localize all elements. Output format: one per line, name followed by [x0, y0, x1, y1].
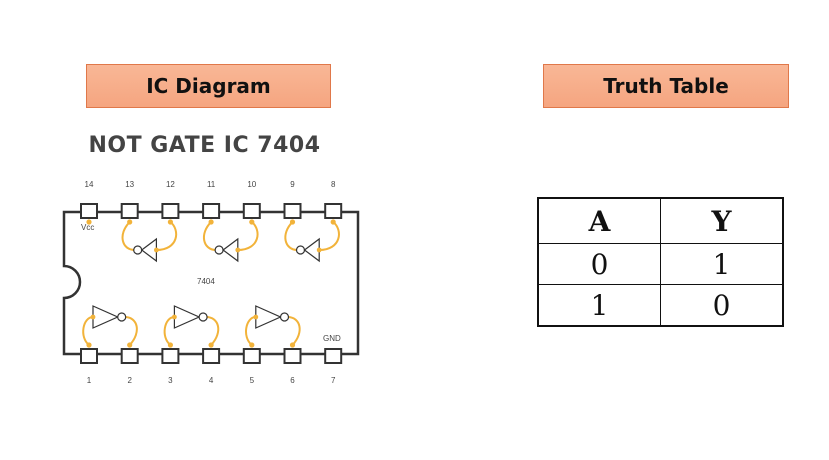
pin-5	[242, 348, 261, 364]
pin-14	[80, 203, 98, 219]
gate-wire	[156, 221, 178, 251]
pin-7	[324, 348, 343, 364]
not-gate	[284, 221, 340, 263]
not-gate	[163, 305, 220, 346]
truth-table: A Y 0 1 1 0	[537, 197, 784, 327]
gate-wire	[284, 221, 298, 251]
pin-number-label: 1	[87, 376, 92, 385]
pin-2	[120, 348, 139, 364]
pin-number-label: 13	[125, 180, 134, 189]
pin-number-label: 7	[331, 376, 336, 385]
inverter-bubble	[117, 312, 127, 322]
vcc-label: Vcc	[81, 223, 94, 232]
pin-13	[120, 203, 139, 219]
inverter-bubble	[279, 312, 290, 322]
gate-wire	[319, 221, 340, 251]
pin-number-label: 8	[331, 180, 336, 189]
gate-wire	[121, 221, 135, 251]
pin-12	[161, 203, 180, 219]
gate-node	[172, 314, 177, 320]
pin-number-label: 9	[290, 180, 295, 189]
pin-number-label: 11	[207, 180, 216, 189]
inverter-bubble	[295, 245, 306, 255]
gate-node	[253, 314, 259, 320]
cell-y: 0	[660, 284, 784, 327]
not-gate	[245, 305, 301, 346]
inverter-bubble	[133, 245, 143, 255]
pin-number-label: 3	[168, 376, 173, 385]
ic-title: NOT GATE IC 7404	[88, 133, 321, 158]
pin-3	[161, 348, 180, 364]
cell-a: 0	[537, 243, 661, 285]
gate-wire	[287, 316, 301, 346]
table-row: 1 0	[537, 284, 784, 327]
ic-diagram-header: IC Diagram	[86, 64, 331, 108]
truth-table-header-label: Truth Table	[603, 74, 729, 98]
pin-6	[283, 348, 302, 364]
pin-node	[86, 219, 92, 225]
not-gate	[82, 305, 138, 346]
pin-11	[202, 203, 221, 219]
pin-1	[80, 348, 98, 364]
pin-10	[242, 203, 261, 219]
truth-table-header-row: A Y	[537, 197, 784, 244]
gate-wire	[124, 316, 138, 346]
pin-4	[202, 348, 221, 364]
pin-9	[283, 203, 302, 219]
cell-a: 1	[537, 284, 661, 327]
gate-wire	[202, 221, 217, 251]
chip-label: 7404	[197, 277, 215, 286]
truth-table-header: Truth Table	[543, 64, 789, 108]
ic-diagram-header-label: IC Diagram	[146, 74, 271, 98]
pin-number-label: 5	[250, 376, 255, 385]
not-gate	[202, 221, 259, 263]
column-a-header: A	[537, 197, 661, 244]
gate-node	[90, 314, 96, 320]
cell-y: 1	[660, 243, 784, 285]
gnd-label: GND	[323, 334, 341, 343]
gate-node	[235, 247, 241, 253]
pin-number-label: 10	[247, 180, 256, 189]
gate-wire	[205, 316, 220, 346]
table-row: 0 1	[537, 243, 784, 285]
pin-number-label: 6	[290, 376, 295, 385]
pin-8	[324, 203, 343, 219]
column-y-header: Y	[660, 197, 784, 244]
inverter-bubble	[214, 245, 224, 255]
pin-number-label: 14	[85, 180, 94, 189]
not-gate	[121, 221, 178, 263]
inverter-bubble	[198, 312, 208, 322]
gate-wire	[237, 221, 259, 251]
pin-number-label: 2	[127, 376, 132, 385]
gate-node	[154, 247, 159, 253]
pin-number-label: 12	[166, 180, 175, 189]
pin-number-label: 4	[209, 376, 214, 385]
gate-node	[316, 247, 322, 253]
